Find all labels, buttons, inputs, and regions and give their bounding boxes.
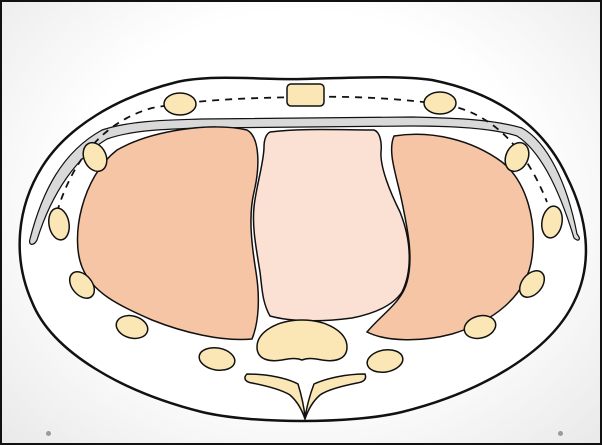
oval-marker: [164, 93, 196, 115]
corner-dot-left: [46, 431, 51, 436]
top-rectangle: [287, 84, 324, 106]
corner-dot-right: [558, 431, 563, 436]
oval-marker: [424, 92, 456, 114]
